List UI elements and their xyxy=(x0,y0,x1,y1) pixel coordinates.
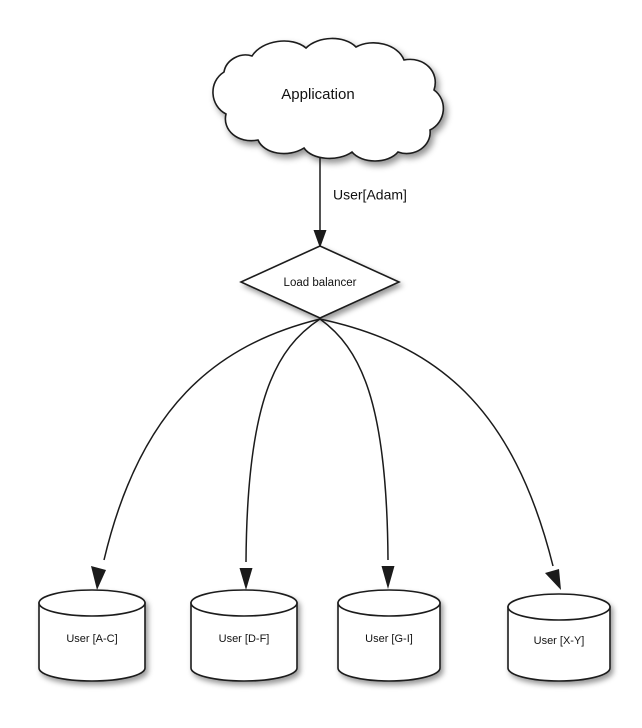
database-label-3: User [G-I] xyxy=(365,633,413,645)
edge-curve-db-1 xyxy=(103,318,321,561)
node-database-2[interactable]: User [D-F] xyxy=(190,589,298,682)
cylinder-body-4 xyxy=(507,606,611,682)
cylinder-top-3 xyxy=(337,589,441,617)
database-label-1: User [A-C] xyxy=(66,633,117,645)
cylinder-top-4 xyxy=(507,593,611,621)
arrowhead-db-2 xyxy=(239,568,253,590)
cylinder-top-2 xyxy=(190,589,298,617)
edge-curve-db-2 xyxy=(245,318,321,563)
database-label-4: User [X-Y] xyxy=(534,635,585,647)
edge-application-to-balancer: User[Adam] xyxy=(313,157,407,248)
arrowhead-db-1 xyxy=(91,566,106,590)
cylinder-top-1 xyxy=(38,589,146,617)
edge-balancer-to-db-1 xyxy=(91,318,321,590)
edge-curve-db-4 xyxy=(319,318,554,567)
database-label-2: User [D-F] xyxy=(219,633,270,645)
node-database-4[interactable]: User [X-Y] xyxy=(507,593,611,682)
node-database-3[interactable]: User [G-I] xyxy=(337,589,441,682)
edge-balancer-to-db-2 xyxy=(239,318,321,590)
cylinder-body-1 xyxy=(38,602,146,682)
cylinder-body-2 xyxy=(190,602,298,682)
arrowhead-app-balancer xyxy=(313,230,327,248)
diamond-label: Load balancer xyxy=(284,277,357,289)
edge-label-user-adam: User[Adam] xyxy=(333,187,407,203)
edge-curve-db-3 xyxy=(319,318,389,561)
arrowhead-db-3 xyxy=(381,566,395,589)
node-load-balancer-diamond[interactable]: Load balancer xyxy=(239,245,401,319)
node-application-cloud[interactable]: Application xyxy=(212,37,445,162)
cloud-label: Application xyxy=(281,86,354,103)
arrowhead-db-4 xyxy=(545,569,561,590)
diamond-shape xyxy=(239,245,401,319)
edge-balancer-to-db-3 xyxy=(319,318,395,589)
node-database-1[interactable]: User [A-C] xyxy=(38,589,146,682)
edge-balancer-to-db-4 xyxy=(319,318,561,590)
cylinder-body-3 xyxy=(337,602,441,682)
